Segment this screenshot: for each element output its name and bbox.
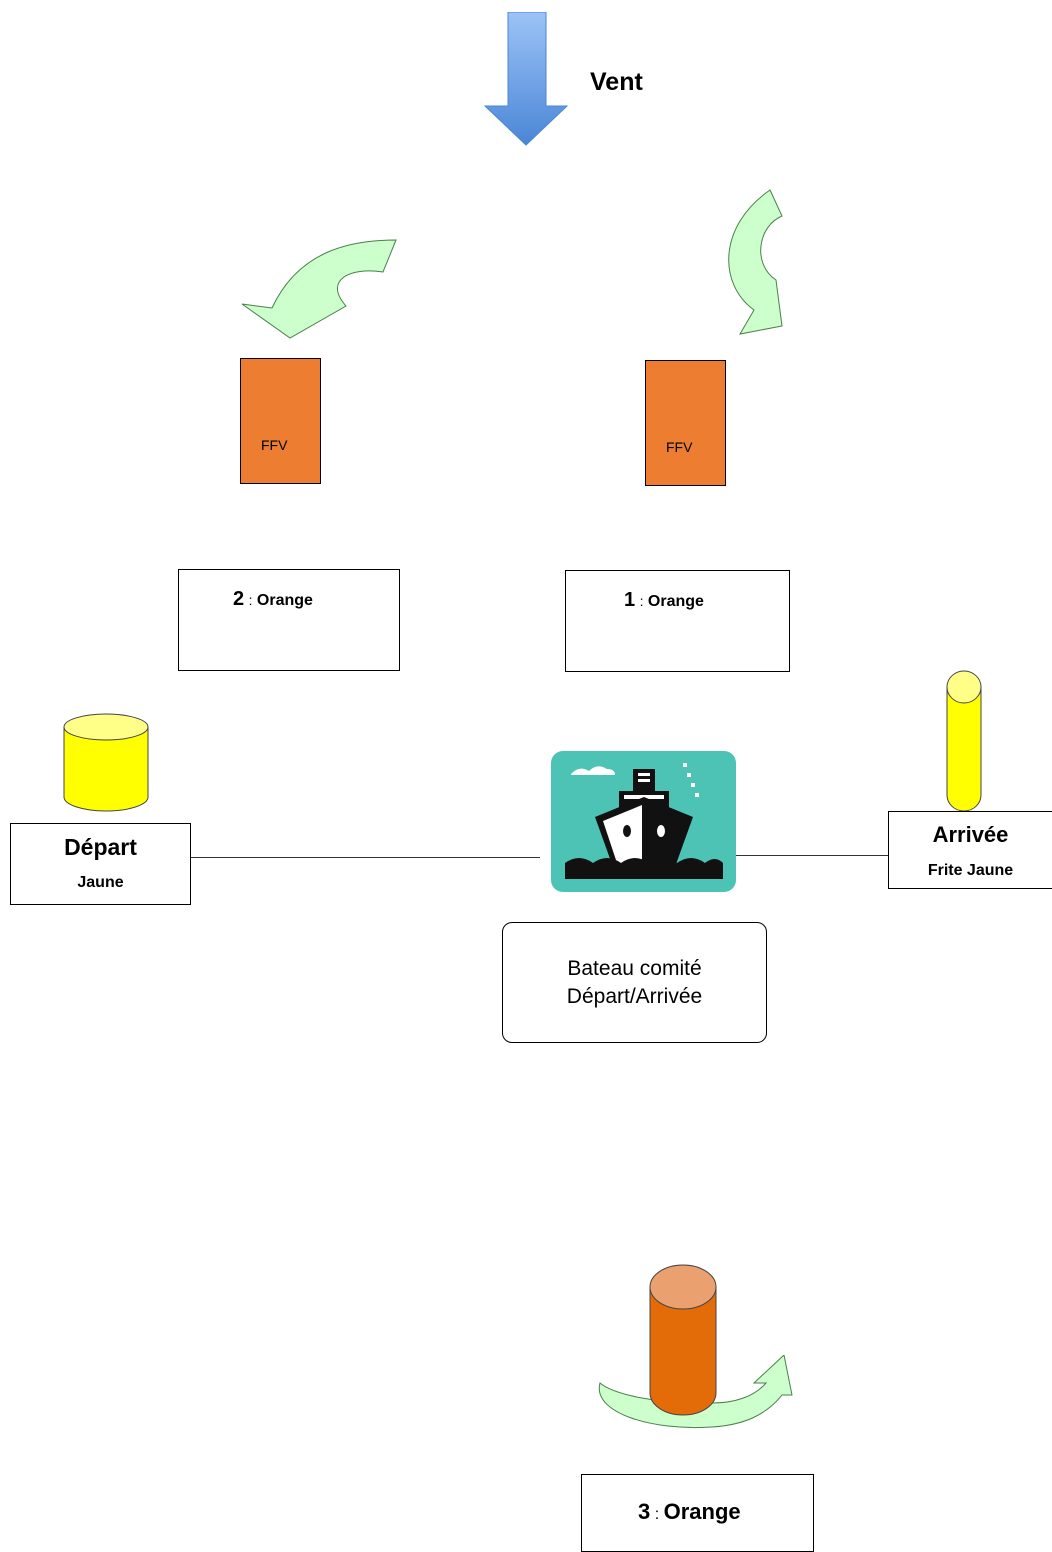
ffv-flag-mark-2: FFV: [240, 358, 321, 484]
start-buoy-icon: [63, 713, 149, 812]
mark-number: 2: [233, 588, 245, 610]
ffv-flag-mark-1: FFV: [645, 360, 726, 486]
finish-subtitle: Frite Jaune: [927, 862, 1014, 879]
mark-number: 1: [624, 589, 636, 611]
mark-color: Orange: [663, 1499, 741, 1524]
wind-label: Vent: [590, 68, 643, 96]
start-title: Départ: [64, 834, 137, 860]
mark-color: Orange: [647, 593, 704, 610]
finish-label-box: Arrivée Frite Jaune: [888, 811, 1052, 889]
flag-label: FFV: [666, 439, 693, 455]
finish-buoy-icon: [946, 670, 982, 812]
finish-title: Arrivée: [932, 822, 1009, 847]
mark-2-label-box: 2 : Orange: [178, 569, 400, 671]
mark-number: 3: [638, 1499, 651, 1524]
start-label-box: Départ Jaune: [10, 823, 191, 905]
start-subtitle: Jaune: [77, 874, 124, 891]
start-line: [148, 857, 540, 858]
rounding-arrow-mark-1-icon: [728, 189, 783, 335]
committee-boat-label: Bateau comité Départ/Arrivée: [502, 922, 767, 1043]
ship-icon: [551, 751, 736, 892]
mark-1-label-box: 1 : Orange: [565, 570, 790, 672]
committee-line-1: Bateau comité: [567, 957, 702, 980]
mark-3-buoy-icon: [649, 1264, 717, 1416]
separator: :: [248, 592, 253, 608]
flag-label: FFV: [261, 437, 288, 453]
wind-arrow-icon: [484, 12, 568, 146]
separator: :: [654, 1506, 660, 1523]
mark-3-label-box: 3 : Orange: [581, 1474, 814, 1552]
mark-color: Orange: [256, 592, 313, 609]
finish-line: [736, 855, 944, 856]
rounding-arrow-mark-2-icon: [241, 239, 397, 339]
committee-line-2: Départ/Arrivée: [566, 985, 703, 1008]
separator: :: [639, 593, 644, 609]
